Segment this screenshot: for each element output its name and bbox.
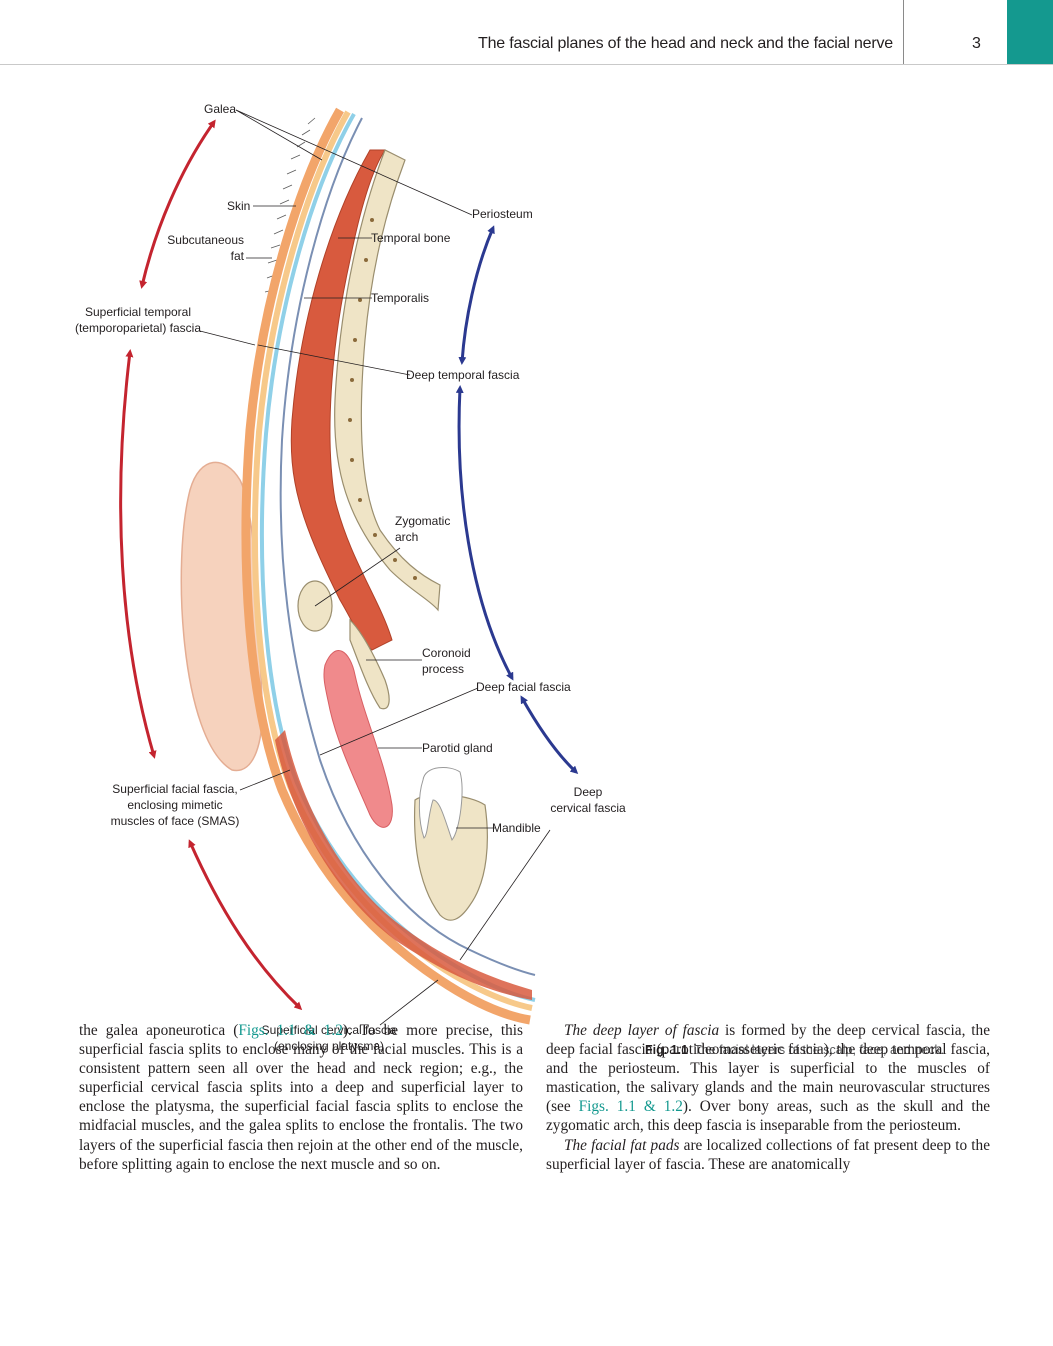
label-smas: Superficial facial fascia, enclosing mim…: [110, 782, 240, 828]
mandible: [413, 794, 488, 921]
term-deep-layer: The deep layer of fascia: [564, 1022, 720, 1039]
label-temporal-bone: Temporal bone: [371, 231, 451, 245]
blue-arrow-cervical: [520, 695, 579, 775]
leader-lines: [199, 109, 551, 1026]
figure-fascial-layers: Galea Skin Subcutaneous fat Superficial …: [0, 70, 1053, 1070]
term-facial-fat-pads: The facial fat pads: [564, 1136, 680, 1154]
label-periosteum: Periosteum: [472, 207, 533, 221]
label-superficial-temporal-fascia: Superficial temporal (temporoparietal) f…: [74, 305, 202, 335]
paragraph-deep-layer: The deep layer of fascia is formed by th…: [546, 1022, 991, 1135]
blue-arrow-facial: [455, 385, 514, 681]
figure-reference-link[interactable]: Figs. 1.1 & 1.2: [578, 1098, 683, 1116]
label-deep-cervical-fascia: Deep cervical fascia: [550, 785, 626, 815]
label-subcutaneous-fat: Subcutaneous fat: [167, 233, 244, 263]
red-arrow-cervical: [188, 839, 303, 1011]
label-galea: Galea: [204, 102, 237, 116]
label-skin: Skin: [227, 199, 251, 213]
running-header: The fascial planes of the head and neck …: [0, 0, 1053, 65]
label-deep-temporal-fascia: Deep temporal fascia: [406, 368, 520, 382]
tooth: [418, 767, 463, 842]
header-divider: [903, 0, 904, 64]
label-mandible: Mandible: [492, 821, 541, 835]
label-superficial-cervical-fascia: Superficial cervical fascia (enclosing p…: [261, 1023, 397, 1053]
temporal-bone: [334, 149, 441, 612]
platysma: [275, 730, 532, 1000]
label-parotid-gland: Parotid gland: [422, 741, 493, 755]
body-column-left: the galea aponeurotica (Figs. 1.1 & 1.2)…: [79, 1021, 523, 1174]
superficial-fascia-arrows: [119, 119, 303, 1011]
skin-layer: [241, 107, 531, 1025]
figure-number: Fig. 1.1: [645, 1043, 689, 1057]
label-coronoid-process: Coronoid process: [422, 646, 471, 676]
anatomy-illustration: [119, 107, 579, 1026]
blue-arrow-temporal: [458, 225, 495, 365]
fat-layer: [251, 110, 533, 1011]
body-column-right: The deep layer of fascia is formed by th…: [546, 1021, 990, 1174]
figure-reference-link[interactable]: Figs. 1.1 & 1.2: [238, 1022, 343, 1039]
label-zygomatic-arch: Zygomatic arch: [395, 514, 451, 544]
page-number: 3: [972, 35, 981, 52]
coronoid-process: [349, 618, 390, 710]
figure-caption-text: The facial layers of the scalp, face, an…: [694, 1043, 945, 1057]
deep-fascia-line: [279, 117, 536, 976]
label-deep-facial-fascia: Deep facial fascia: [476, 680, 571, 694]
deep-fascia-arrows: [455, 225, 579, 775]
running-title: The fascial planes of the head and neck …: [478, 35, 893, 52]
hair: [264, 117, 316, 293]
temporalis-muscle: [290, 149, 393, 651]
paragraph-fat-pads: The facial fat pads are localized collec…: [546, 1136, 990, 1173]
red-arrow-facial: [119, 349, 157, 759]
figure-caption: Fig. 1.1 The facial layers of the scalp, …: [645, 1043, 944, 1057]
red-arrow-temporal: [139, 119, 216, 289]
bone-marrow-dots: [348, 218, 417, 580]
chapter-tab: [1007, 0, 1053, 64]
label-temporalis: Temporalis: [371, 291, 430, 305]
paragraph-galea: the galea aponeurotica (Figs. 1.1 & 1.2)…: [79, 1022, 524, 1173]
